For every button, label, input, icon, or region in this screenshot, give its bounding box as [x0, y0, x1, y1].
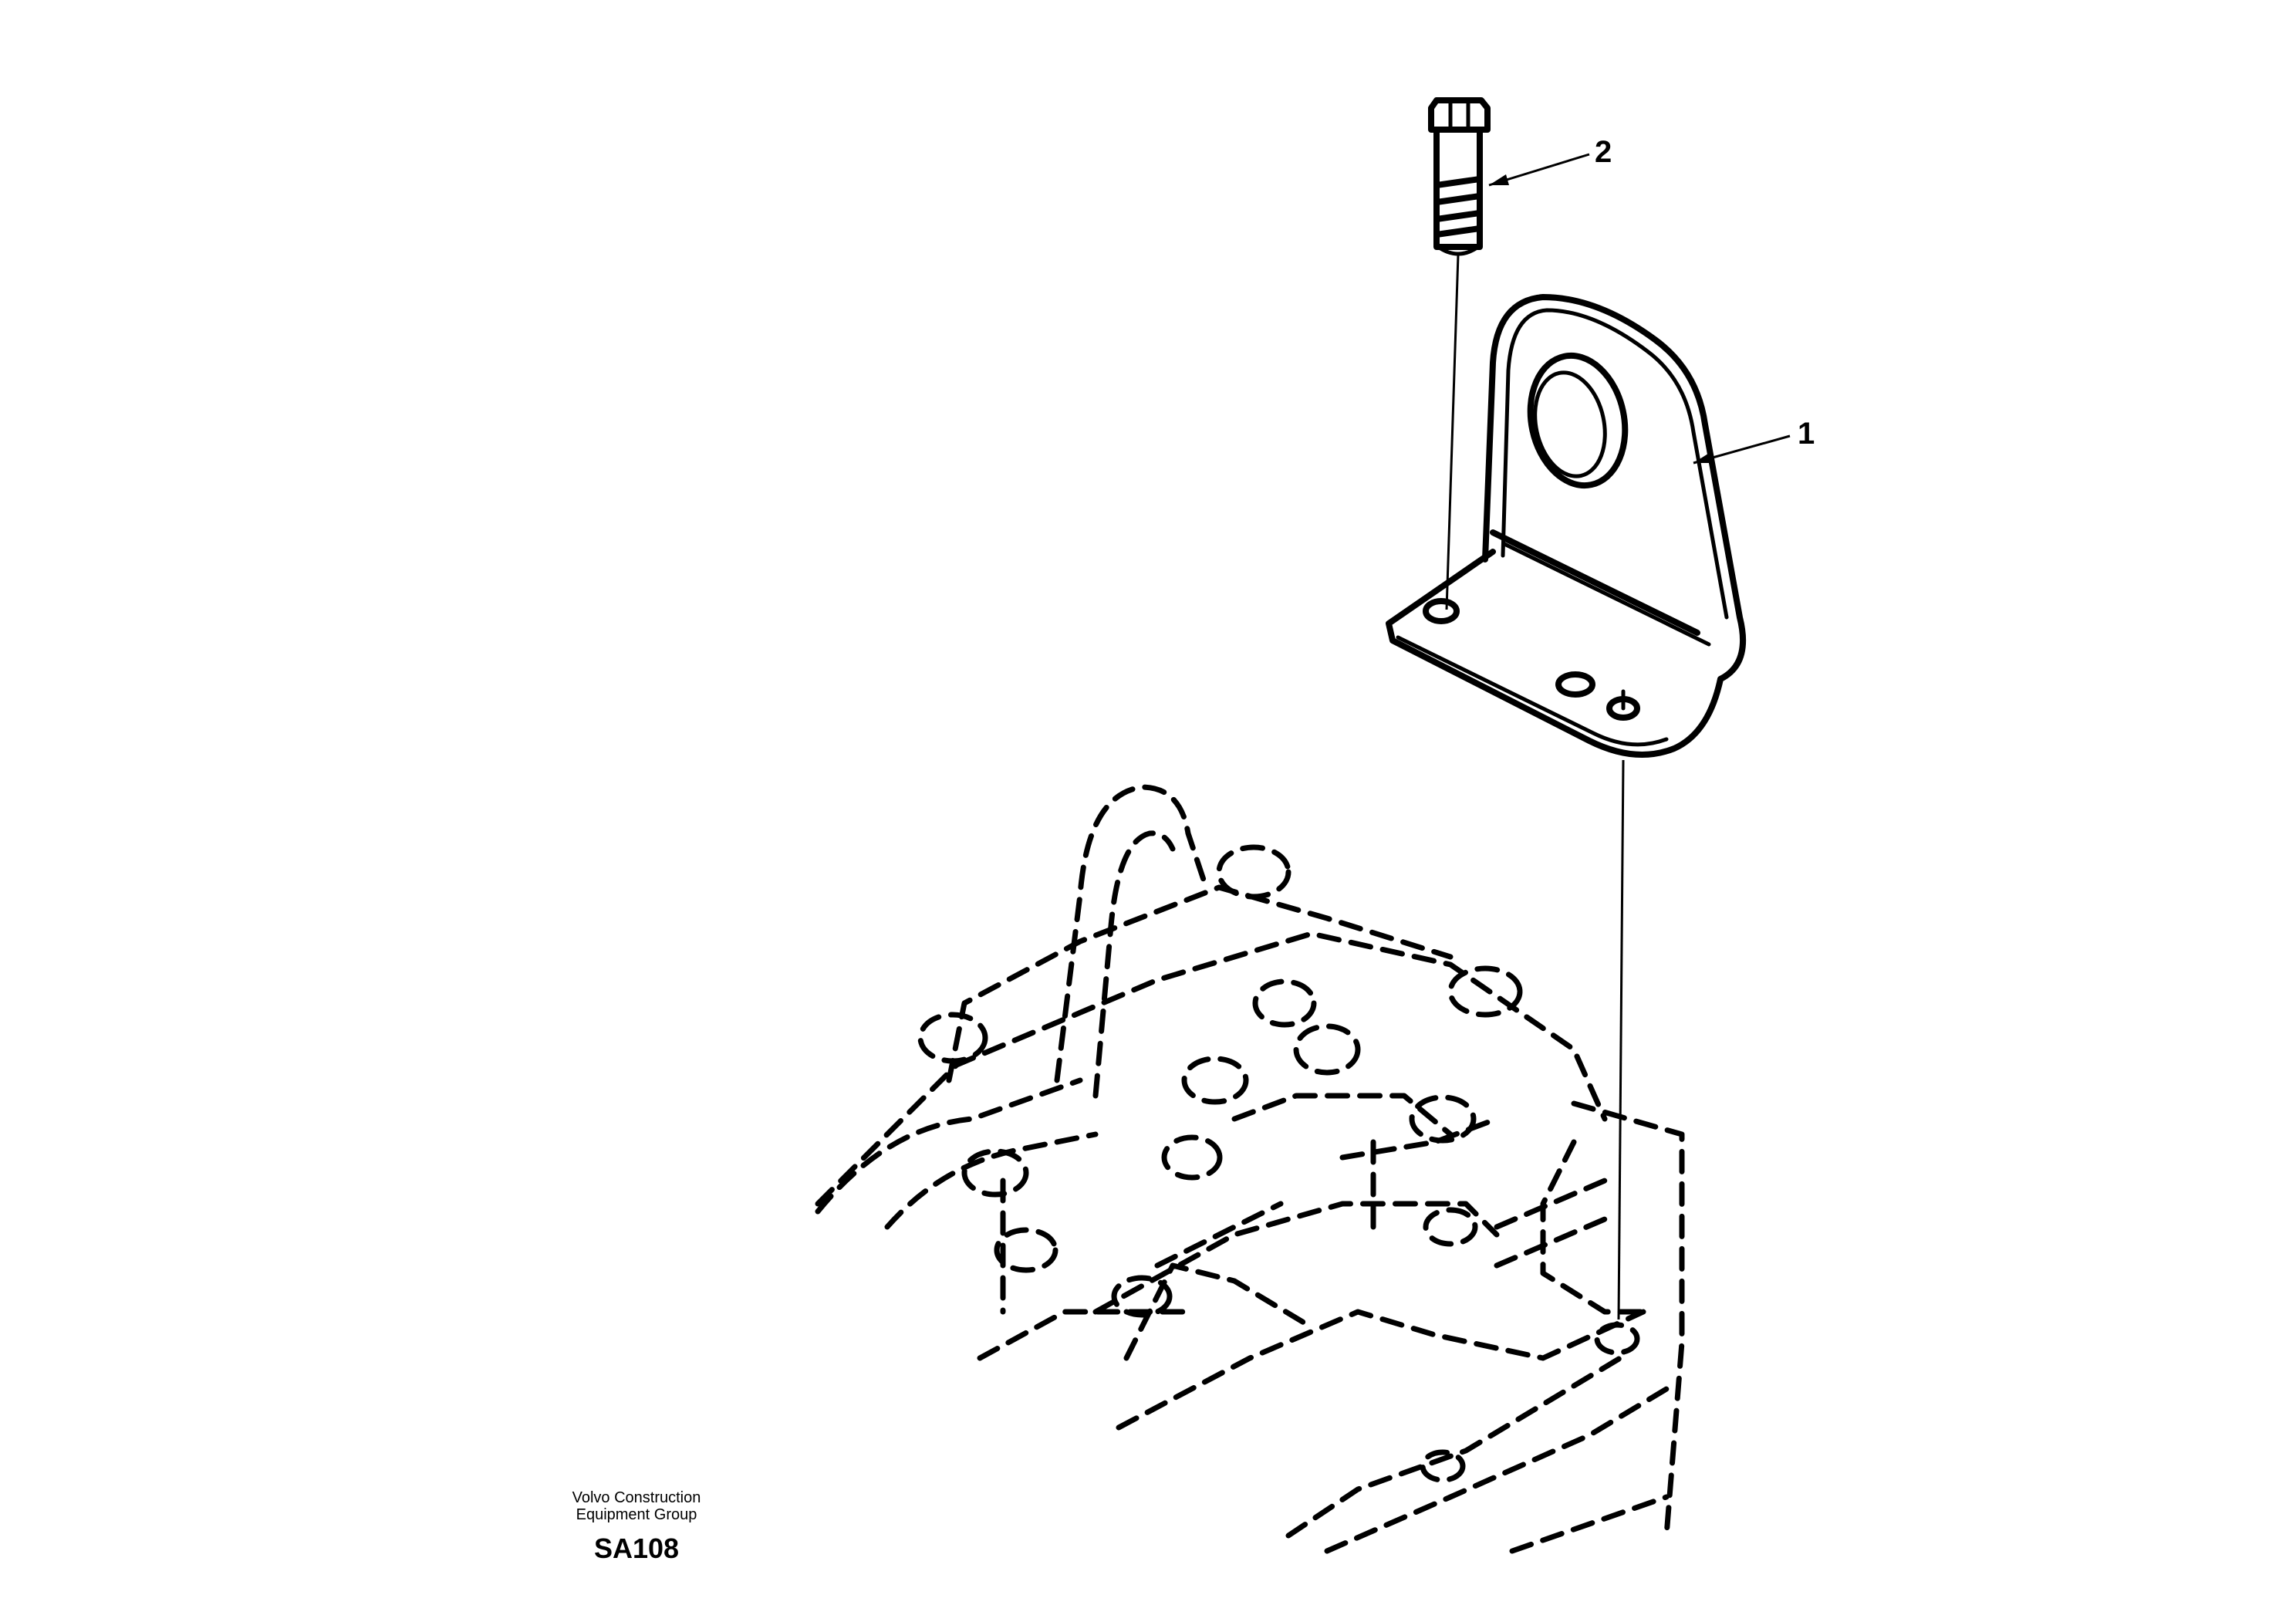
- engine-block-phantom: [815, 784, 1685, 1554]
- figure-code: SA108: [593, 1532, 680, 1564]
- bolt-axis-line: [1445, 254, 1460, 610]
- bracket-axis-line: [1617, 759, 1625, 1320]
- credit-company: Volvo Construction: [572, 1489, 701, 1506]
- publisher-credit: Volvo Construction Equipment Group SA108: [532, 1489, 741, 1565]
- bolt-part: [1428, 97, 1491, 256]
- callout-number-1: 1: [1798, 417, 1815, 451]
- credit-group: Equipment Group: [576, 1506, 697, 1523]
- callout-number-2: 2: [1595, 135, 1612, 169]
- bracket-part: [1386, 294, 1747, 758]
- callout-leaders: [1488, 153, 1791, 465]
